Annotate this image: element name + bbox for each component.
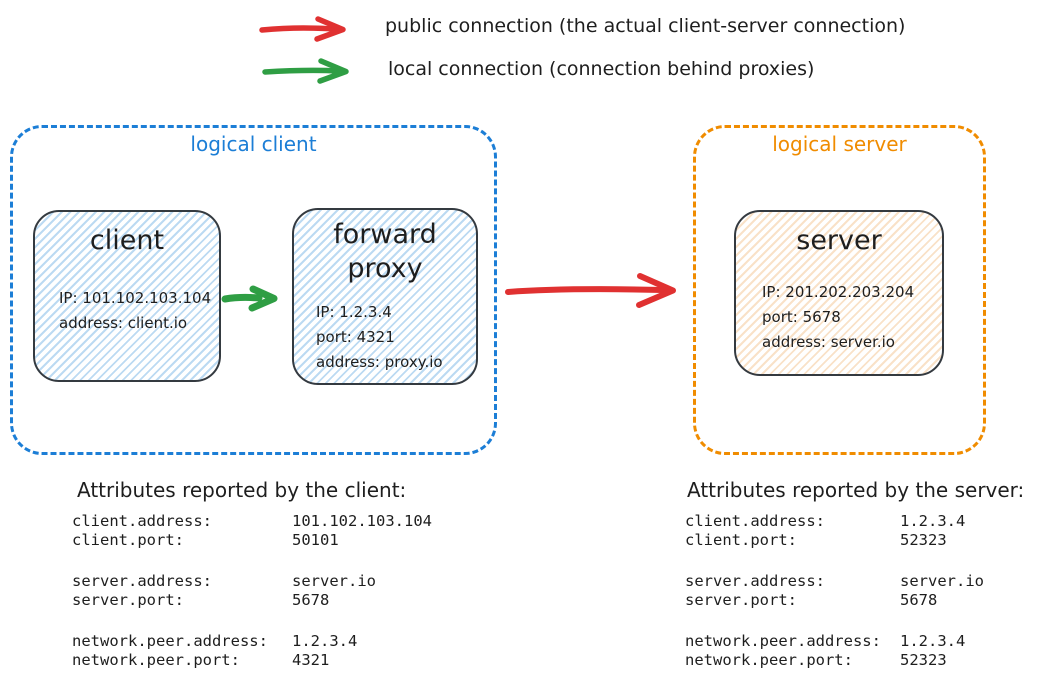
legend-public-connection-label: public connection (the actual client-ser… (385, 15, 906, 37)
proxy-address-line: address: proxy.io (316, 353, 443, 371)
attr-value: 52323 (900, 651, 947, 669)
attr-value: 5678 (900, 591, 938, 609)
attr-row-server-port: server.port: 5678 (72, 591, 432, 610)
attr-key: network.peer.address: (685, 632, 881, 650)
attr-value: 50101 (292, 531, 339, 549)
attr-row-client-address: client.address: 101.102.103.104 (72, 512, 432, 531)
client-attributes-heading: Attributes reported by the client: (77, 478, 407, 502)
public-connection-arrow-icon (256, 14, 360, 44)
logical-server-label: logical server (772, 132, 907, 156)
attr-row-server-port: server.port: 5678 (685, 591, 984, 610)
forward-proxy-node: forward proxy IP: 1.2.3.4 port: 4321 add… (292, 208, 478, 385)
attr-value: 101.102.103.104 (292, 512, 432, 530)
proxy-ip-line: IP: 1.2.3.4 (316, 303, 392, 321)
attr-value: 1.2.3.4 (900, 512, 966, 530)
attr-key: server.address: (72, 572, 212, 590)
server-node: server IP: 201.202.203.204 port: 5678 ad… (734, 210, 944, 376)
attr-key: client.address: (72, 512, 212, 530)
server-node-title: server (796, 225, 882, 256)
attr-key: network.peer.address: (72, 632, 268, 650)
attr-row-client-address: client.address: 1.2.3.4 (685, 512, 984, 531)
legend-local-connection-label: local connection (connection behind prox… (388, 58, 815, 80)
attr-row-client-port: client.port: 50101 (72, 531, 432, 550)
attr-key: server.port: (72, 591, 184, 609)
client-attributes-table: client.address: 101.102.103.104 client.po… (72, 512, 432, 686)
attr-value: 1.2.3.4 (292, 632, 358, 650)
logical-client-group: logical client client IP: 101.102.103.10… (10, 125, 497, 455)
server-attributes-table: client.address: 1.2.3.4 client.port: 52323… (685, 512, 984, 686)
attr-row-server-address: server.address: server.io (685, 572, 984, 591)
attr-value: server.io (292, 572, 376, 590)
logical-server-group: logical server server IP: 201.202.203.20… (693, 125, 986, 455)
server-attributes-heading: Attributes reported by the server: (687, 478, 1025, 502)
attr-value: server.io (900, 572, 984, 590)
logical-client-label: logical client (190, 132, 317, 156)
attr-key: client.port: (72, 531, 184, 549)
forward-proxy-node-title: forward proxy (333, 219, 437, 284)
attr-key: server.address: (685, 572, 825, 590)
attr-value: 5678 (292, 591, 330, 609)
attr-row-network-peer-address: network.peer.address: 1.2.3.4 (72, 632, 432, 651)
client-address-line: address: client.io (59, 314, 188, 332)
client-ip-line: IP: 101.102.103.104 (59, 289, 212, 307)
local-connection-arrow-icon (259, 56, 363, 86)
attr-value: 52323 (900, 531, 947, 549)
attr-key: network.peer.port: (72, 651, 240, 669)
attr-key: client.address: (685, 512, 825, 530)
client-node: client IP: 101.102.103.104 address: clie… (33, 210, 221, 382)
attr-row-network-peer-port: network.peer.port: 52323 (685, 651, 984, 670)
attr-key: network.peer.port: (685, 651, 853, 669)
client-to-proxy-arrow-icon (219, 282, 291, 314)
attr-key: client.port: (685, 531, 797, 549)
attr-value: 4321 (292, 651, 330, 669)
attr-row-server-address: server.address: server.io (72, 572, 432, 591)
client-to-server-arrow-icon (501, 270, 696, 312)
server-address-line: address: server.io (762, 333, 895, 351)
server-ip-line: IP: 201.202.203.204 (762, 283, 915, 301)
attr-key: server.port: (685, 591, 797, 609)
attr-row-network-peer-port: network.peer.port: 4321 (72, 651, 432, 670)
server-port-line: port: 5678 (762, 308, 841, 326)
client-node-title: client (89, 225, 165, 256)
attr-row-client-port: client.port: 52323 (685, 531, 984, 550)
proxy-port-line: port: 4321 (316, 328, 395, 346)
attr-row-network-peer-address: network.peer.address: 1.2.3.4 (685, 632, 984, 651)
attr-value: 1.2.3.4 (900, 632, 966, 650)
